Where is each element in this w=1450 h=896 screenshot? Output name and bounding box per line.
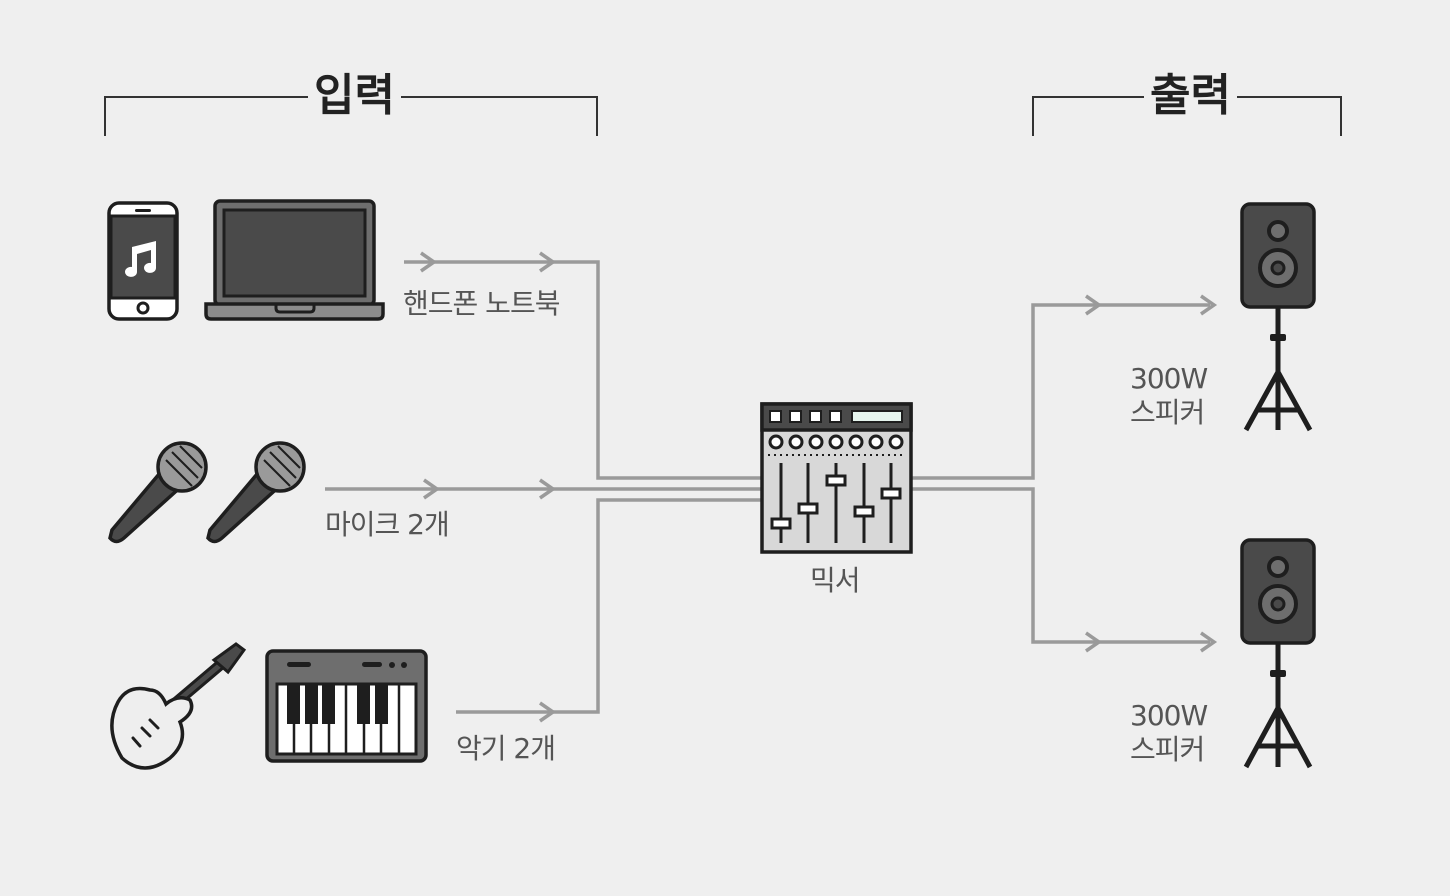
microphone-icon [108, 441, 208, 544]
chevron [1085, 631, 1103, 653]
output-header: 출력 [1144, 74, 1237, 118]
microphone-icon [206, 441, 306, 544]
label-instruments: 악기 2개 [456, 732, 556, 765]
output-bracket [1032, 96, 1342, 136]
line-phone-laptop [404, 260, 765, 480]
input-header: 입력 [308, 74, 401, 118]
chevron [1200, 631, 1218, 653]
label-speaker-bottom: 300W 스피커 [1130, 699, 1208, 766]
arrow-chevrons [420, 251, 1218, 723]
connection-lines [325, 260, 1210, 714]
speaker-bottom-watt: 300W [1130, 699, 1208, 732]
music-note-icon [125, 241, 156, 277]
chevron [1200, 294, 1218, 316]
chevron [1085, 294, 1103, 316]
speaker-top-name: 스피커 [1130, 395, 1205, 429]
chevron [539, 478, 557, 500]
input-bracket [104, 96, 598, 136]
electric-guitar-icon [110, 642, 247, 770]
line-speaker-top [910, 303, 1210, 480]
speaker-top-watt: 300W [1130, 362, 1208, 395]
mixer-icon [760, 402, 913, 554]
line-speaker-bottom [910, 487, 1210, 644]
chevron [420, 251, 438, 273]
label-mics: 마이크 2개 [325, 508, 450, 541]
label-mixer: 믹서 [810, 564, 861, 597]
label-speaker-top: 300W 스피커 [1130, 362, 1208, 429]
chevron [539, 251, 557, 273]
line-instruments [456, 498, 765, 714]
speaker-icon [1240, 202, 1316, 432]
smartphone-icon [107, 201, 179, 321]
speaker-bottom-name: 스피커 [1130, 732, 1205, 766]
chevron [539, 701, 557, 723]
label-phone-laptop: 핸드폰 노트북 [403, 287, 560, 320]
laptop-icon [204, 199, 385, 321]
keyboard-icon [265, 649, 428, 763]
chevron [423, 478, 441, 500]
speaker-icon [1240, 538, 1316, 769]
